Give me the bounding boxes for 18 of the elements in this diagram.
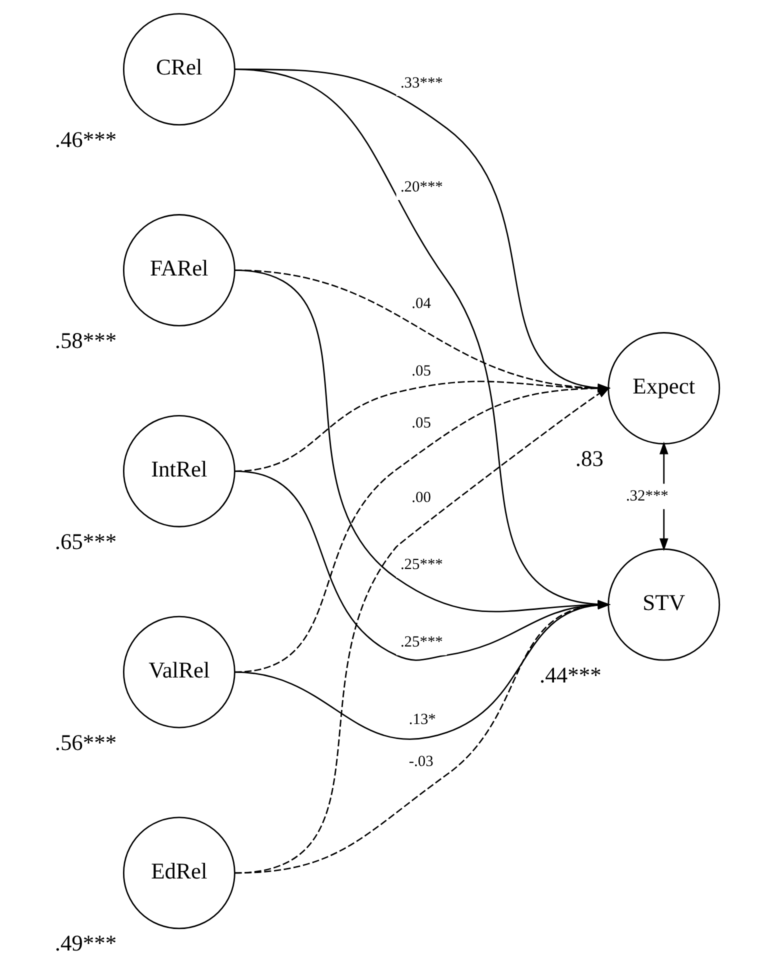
edge-label: .00: [412, 488, 431, 506]
node-label: .58***: [54, 328, 117, 353]
edge-label: .13*: [408, 710, 436, 728]
node-label: .56***: [54, 730, 117, 755]
edge-label: .25***: [400, 556, 443, 574]
edge-label: .05: [412, 414, 431, 432]
edge-label: .04: [412, 294, 431, 312]
node-label: .83: [575, 446, 604, 471]
edge-label: .32***: [626, 487, 668, 504]
edge-label: .33***: [400, 74, 443, 92]
node-label: .65***: [54, 528, 117, 554]
node-label: .49***: [54, 930, 117, 956]
node-label: .44***: [540, 662, 602, 688]
edge-label: -.03: [408, 752, 434, 770]
edge-label: .05: [412, 362, 431, 380]
node-label: .46***: [54, 127, 117, 152]
edge-label: .20***: [400, 178, 443, 196]
edge-label: .25***: [400, 633, 443, 650]
